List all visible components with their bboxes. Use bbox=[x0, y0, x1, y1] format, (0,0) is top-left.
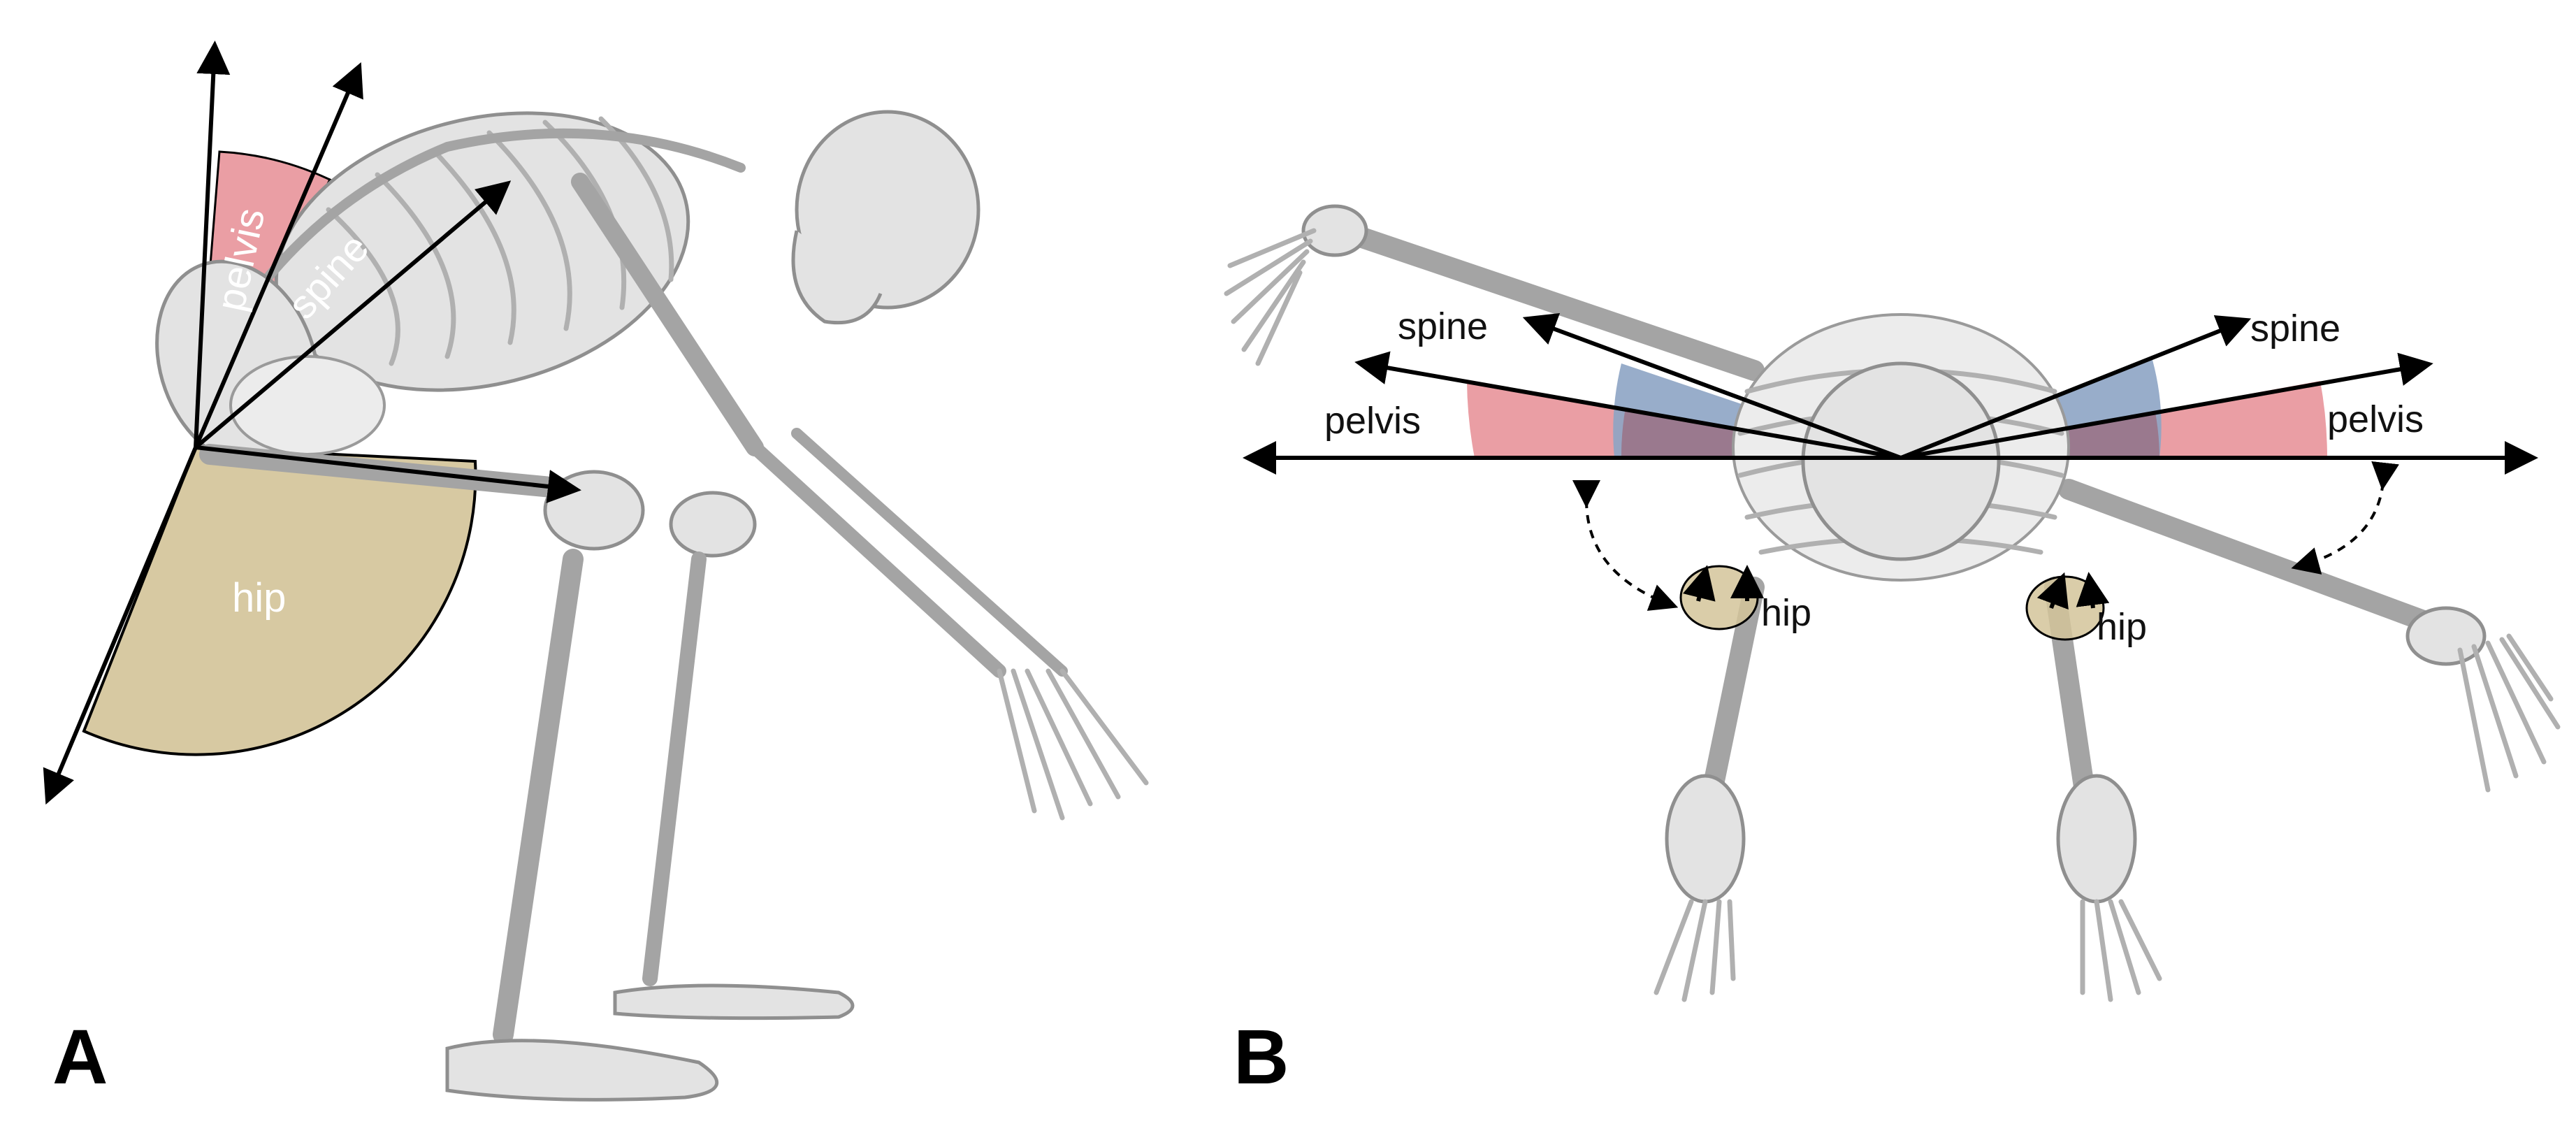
panel-b: spine pelvis spine pelvis hip hip B bbox=[1224, 204, 2561, 1100]
tibia bbox=[493, 549, 584, 1045]
spine-axis-right bbox=[1900, 315, 2252, 460]
hip-label-right: hip bbox=[2097, 606, 2147, 648]
skull-front bbox=[1801, 361, 2001, 561]
pelvis-axis-right bbox=[1900, 352, 2433, 460]
panel-letter-a: A bbox=[52, 1014, 108, 1100]
right-hand bbox=[2457, 633, 2561, 793]
spine-label-right: spine bbox=[2250, 308, 2340, 349]
panel-a: pelvis spine hip A bbox=[43, 41, 1149, 1102]
thigh-axis-arrow bbox=[195, 445, 581, 503]
right-foot bbox=[2080, 899, 2162, 1002]
skeleton-side-view bbox=[155, 110, 1149, 1102]
spine-label-left: spine bbox=[1398, 305, 1488, 347]
pelvis-axis-left bbox=[1354, 351, 1902, 460]
hand bbox=[997, 668, 1149, 821]
left-knee bbox=[1665, 774, 1746, 904]
dashed-rotation-arrow-right bbox=[2291, 461, 2399, 575]
spine-axis-arrow bbox=[194, 180, 512, 449]
humerus bbox=[571, 173, 764, 456]
foot-right bbox=[613, 983, 855, 1020]
left-arm bbox=[1331, 220, 1765, 381]
vertical-reference-arrow bbox=[194, 41, 231, 448]
right-knee bbox=[2056, 774, 2137, 904]
left-elbow bbox=[1301, 204, 1368, 257]
right-elbow bbox=[2405, 606, 2487, 666]
hip-arrow-left-up bbox=[1682, 565, 1716, 602]
hip-arrow-right-up bbox=[2036, 572, 2069, 610]
knee bbox=[543, 470, 645, 551]
patella bbox=[669, 491, 757, 558]
hip-angle-sector bbox=[82, 445, 477, 756]
forearm-2 bbox=[791, 428, 1068, 677]
pelvis-label-left: pelvis bbox=[1324, 400, 1421, 442]
left-hand bbox=[1224, 228, 1317, 366]
hip-reference-arrow bbox=[43, 446, 198, 805]
left-foot bbox=[1654, 899, 1736, 1002]
dashed-rotation-arrow-left bbox=[1572, 479, 1679, 611]
sacrum bbox=[229, 355, 386, 456]
spine-axis-left bbox=[1522, 313, 1902, 460]
hip-label-left: hip bbox=[1761, 592, 1811, 634]
forearm-1 bbox=[748, 440, 1006, 678]
skeleton-front-view bbox=[1224, 204, 2561, 1002]
ribs bbox=[326, 116, 674, 366]
skull bbox=[795, 110, 981, 310]
panel-letter-b: B bbox=[1233, 1014, 1289, 1100]
pelvis-axis-arrow bbox=[194, 62, 363, 449]
fibula bbox=[642, 551, 707, 986]
hip-label: hip bbox=[232, 575, 286, 621]
hip-arrow-right-up-2 bbox=[2076, 572, 2110, 609]
jaw bbox=[791, 230, 883, 325]
pelvis-label-right: pelvis bbox=[2327, 398, 2424, 440]
right-arm bbox=[2058, 479, 2456, 640]
foot-left bbox=[445, 1039, 719, 1102]
